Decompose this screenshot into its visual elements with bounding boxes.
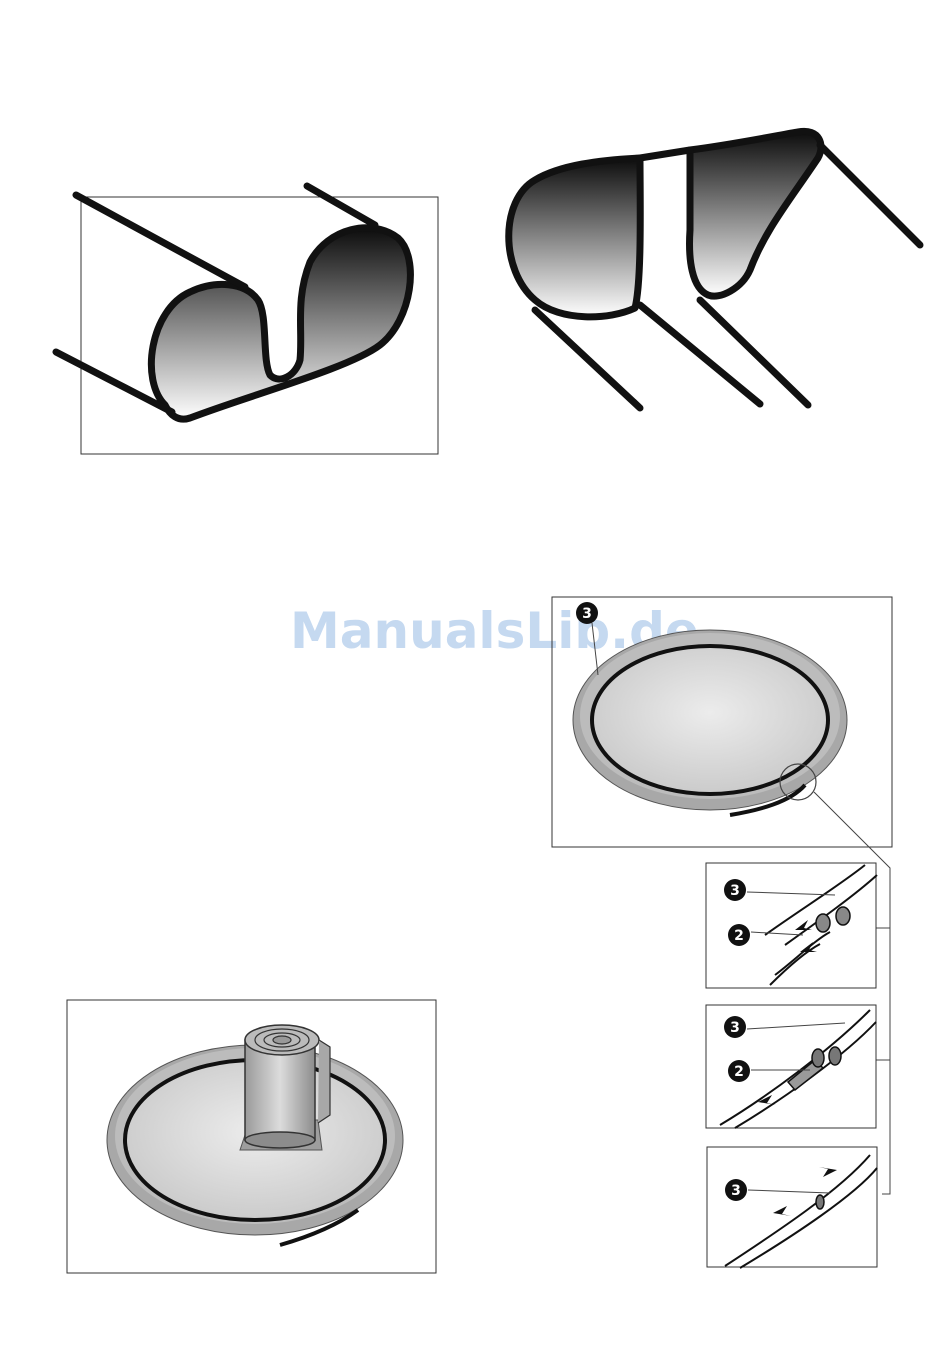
svg-text:3: 3	[730, 883, 740, 899]
disc-with-seal-illustration: 3 3 2 3 2	[540, 590, 950, 1280]
disc-with-roll-illustration	[60, 995, 450, 1285]
seal-joint-detail-3: 3	[707, 1147, 877, 1268]
svg-text:2: 2	[734, 1064, 744, 1080]
svg-text:3: 3	[730, 1020, 740, 1036]
arrow-icon	[819, 1167, 837, 1177]
seal-joint-detail-1: 3 2	[706, 863, 877, 988]
seal-joint-detail-2: 3 2	[706, 1005, 876, 1128]
svg-text:2: 2	[734, 928, 744, 944]
svg-text:3: 3	[731, 1183, 741, 1199]
folded-tube-illustration	[0, 0, 470, 480]
label-3: 3	[582, 606, 592, 622]
arrow-icon	[773, 1206, 791, 1216]
cut-tube-illustration	[480, 100, 950, 430]
